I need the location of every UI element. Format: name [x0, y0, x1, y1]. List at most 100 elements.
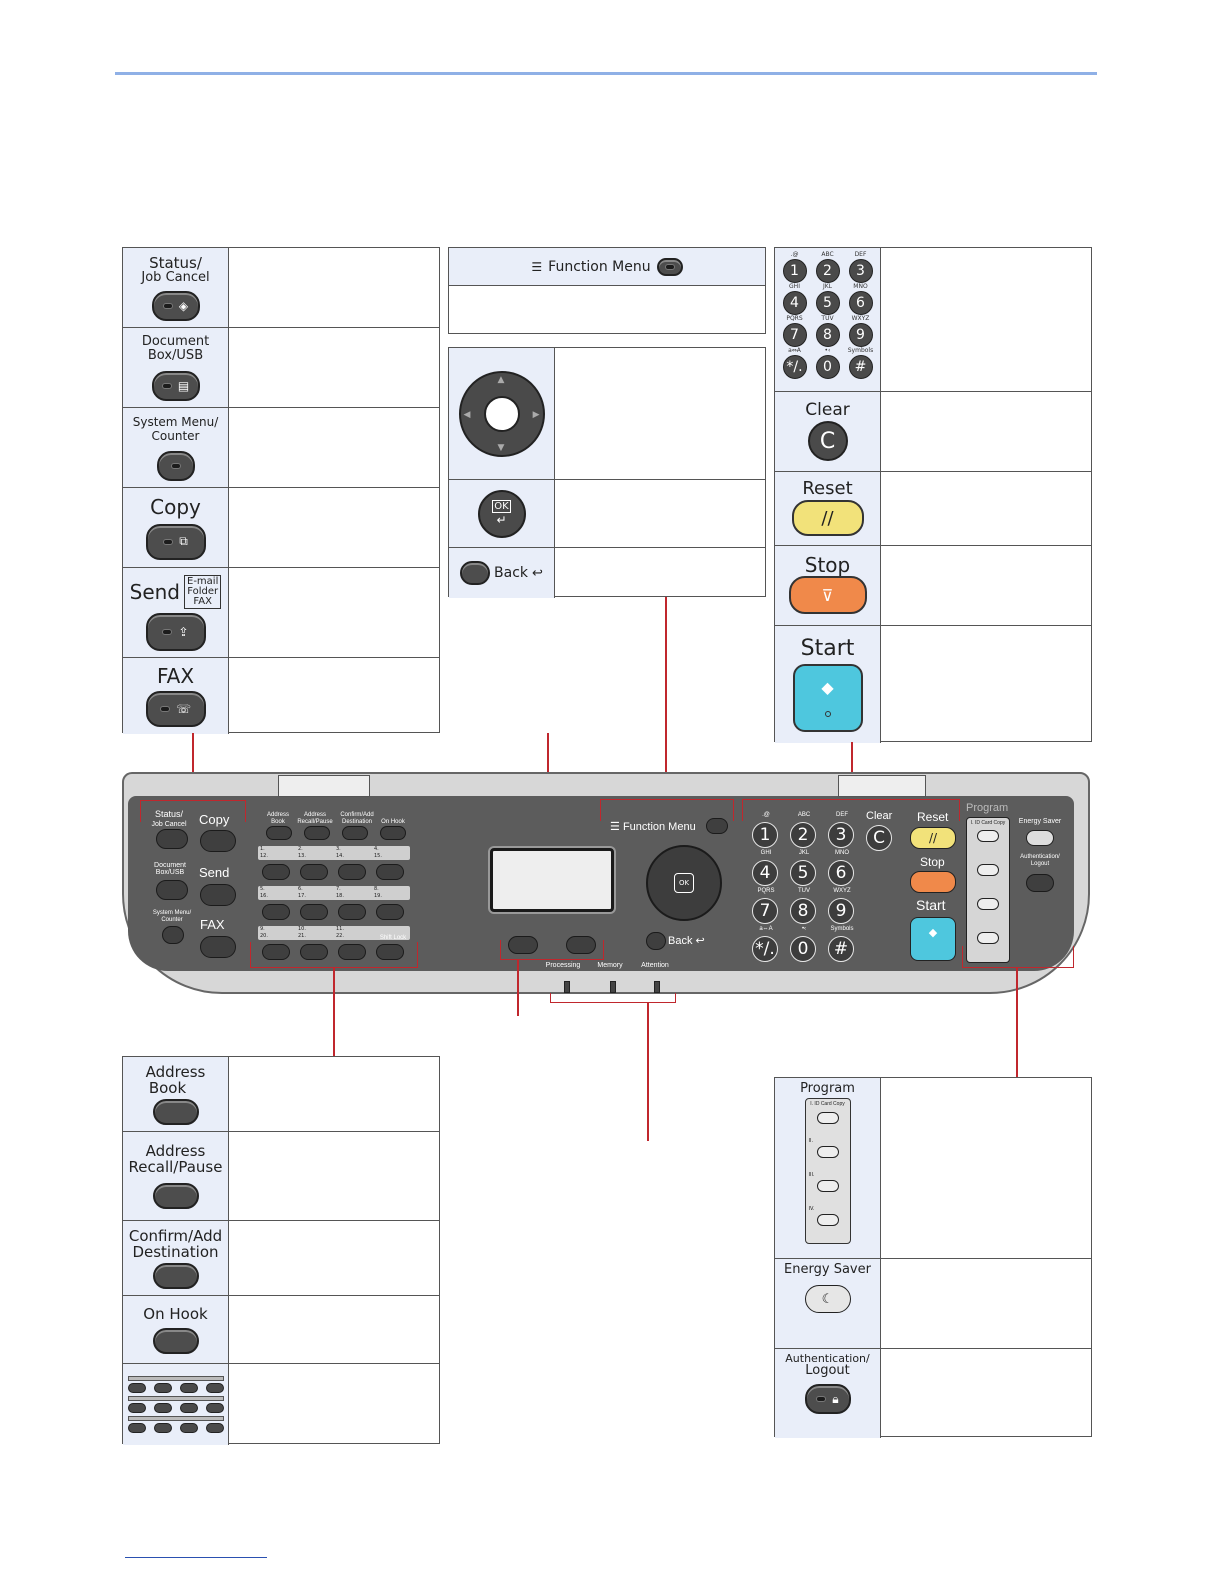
panel-number-key[interactable]: 3 [828, 822, 854, 848]
panel-reset-button[interactable]: // [910, 827, 956, 849]
reset-button[interactable]: // [791, 500, 864, 536]
panel-number-key[interactable]: 5 [790, 860, 816, 886]
panel-program-key-2[interactable] [977, 864, 999, 876]
clear-button[interactable]: C [807, 421, 848, 461]
panel-program-key-4[interactable] [977, 932, 999, 944]
program-key-4[interactable] [816, 1214, 839, 1226]
document-box-button[interactable]: ▤ [151, 370, 200, 401]
number-key[interactable]: 2 [815, 259, 840, 283]
number-key[interactable]: */. [782, 355, 807, 379]
one-touch-key[interactable] [376, 944, 404, 960]
panel-number-key[interactable]: 1 [752, 822, 778, 848]
panel-number-key[interactable]: 0 [790, 936, 816, 962]
one-touch-key[interactable] [262, 904, 290, 920]
panel-fax-button[interactable] [200, 936, 236, 958]
panel-back-button[interactable] [646, 932, 666, 950]
one-touch-key[interactable] [376, 904, 404, 920]
panel-on-hook-label: On Hook [381, 819, 405, 825]
stop-button[interactable]: ⊽ [788, 576, 867, 614]
on-hook-button[interactable] [152, 1327, 199, 1354]
number-key[interactable]: 9 [848, 323, 873, 347]
send-button[interactable]: ⇪ [145, 612, 206, 651]
one-touch-label-strip [258, 846, 410, 860]
panel-start-button[interactable]: ◆ [910, 917, 956, 961]
panel-number-key[interactable]: */. [752, 936, 778, 962]
panel-stop-button[interactable] [910, 871, 956, 893]
panel-energy-saver-button[interactable] [1026, 830, 1054, 846]
one-touch-number-label: 19. [374, 893, 382, 899]
panel-clear-button[interactable]: C [866, 825, 892, 851]
panel-sysmenu-button[interactable] [162, 926, 184, 944]
panel-status-button[interactable] [156, 829, 188, 849]
fax-button[interactable]: ☏ [145, 691, 206, 727]
panel-number-key[interactable]: 2 [790, 822, 816, 848]
panel-copy-button[interactable] [200, 830, 236, 852]
panel-number-key[interactable]: 8 [790, 898, 816, 924]
back-button[interactable] [460, 561, 491, 585]
confirm-add-destination-button[interactable] [152, 1262, 199, 1289]
one-touch-key[interactable] [262, 864, 290, 880]
program-key-3[interactable] [816, 1180, 839, 1192]
panel-function-key[interactable] [266, 826, 292, 840]
panel-send-button[interactable] [200, 884, 236, 906]
left-select-button[interactable] [508, 936, 538, 954]
one-touch-key[interactable] [376, 864, 404, 880]
ok-button[interactable]: OK ↵ [477, 489, 526, 538]
number-key[interactable]: 7 [782, 323, 807, 347]
panel-key-letters-label: GHI [760, 850, 772, 856]
number-key[interactable]: # [848, 355, 873, 379]
one-touch-key[interactable] [300, 904, 328, 920]
number-key[interactable]: 3 [848, 259, 873, 283]
start-button[interactable]: ◆ [792, 663, 863, 732]
right-select-button[interactable] [566, 936, 596, 954]
panel-number-key[interactable]: 4 [752, 860, 778, 886]
panel-key-letters-label: ABC [797, 812, 811, 818]
one-touch-key[interactable] [338, 864, 366, 880]
left-arrow-icon: ◀ [463, 409, 471, 420]
panel-function-menu-button[interactable] [706, 818, 728, 834]
number-key[interactable]: 8 [815, 323, 840, 347]
panel-function-key[interactable] [380, 826, 406, 840]
one-touch-key[interactable] [338, 944, 366, 960]
one-touch-key[interactable] [262, 944, 290, 960]
address-book-button[interactable] [152, 1098, 199, 1125]
panel-auth-button[interactable] [1026, 874, 1054, 892]
address-recall-pause-button[interactable] [152, 1183, 199, 1209]
program-key-1[interactable] [816, 1112, 839, 1124]
copy-button[interactable]: ⧉ [145, 523, 206, 560]
number-key[interactable]: 6 [848, 291, 873, 315]
program-key-2[interactable] [816, 1146, 839, 1158]
function-menu-button[interactable] [656, 257, 683, 276]
energy-saver-button[interactable]: ☾ [804, 1285, 851, 1313]
panel-function-key[interactable] [342, 826, 368, 840]
panel-docbox-button[interactable] [156, 880, 188, 900]
header-rule [115, 72, 1097, 75]
one-touch-number-label: 16. [260, 893, 268, 899]
number-key[interactable]: 4 [782, 291, 807, 315]
number-key[interactable]: 0 [815, 355, 840, 379]
authentication-logout-button[interactable]: 🔒︎ [804, 1384, 851, 1414]
one-touch-key[interactable] [338, 904, 366, 920]
panel-number-key[interactable]: 7 [752, 898, 778, 924]
arrow-keys[interactable]: ▲ ▼ ◀ ▶ [458, 370, 545, 457]
panel-number-key[interactable]: # [828, 936, 854, 962]
panel-function-key[interactable] [304, 826, 330, 840]
panel-program-key-3[interactable] [977, 898, 999, 910]
one-touch-key[interactable] [300, 864, 328, 880]
one-touch-number-label: 22. [336, 933, 344, 939]
panel-program-key-1[interactable] [977, 830, 999, 842]
panel-key-letters-label: JKL [798, 850, 810, 856]
panel-number-key[interactable]: 6 [828, 860, 854, 886]
number-key[interactable]: 5 [815, 291, 840, 315]
status-job-cancel-button[interactable]: ◈ [151, 290, 200, 321]
panel-ok-key[interactable]: OK [674, 873, 694, 893]
one-touch-key[interactable] [300, 944, 328, 960]
thumbnail-key [127, 1423, 146, 1433]
panel-number-key[interactable]: 9 [828, 898, 854, 924]
system-menu-button[interactable] [156, 450, 195, 481]
counter-label: Counter [151, 428, 200, 443]
panel-reset-label: Reset [917, 810, 949, 824]
number-key[interactable]: 1 [782, 259, 807, 283]
panel-arrow-pad[interactable]: OK [646, 845, 722, 921]
